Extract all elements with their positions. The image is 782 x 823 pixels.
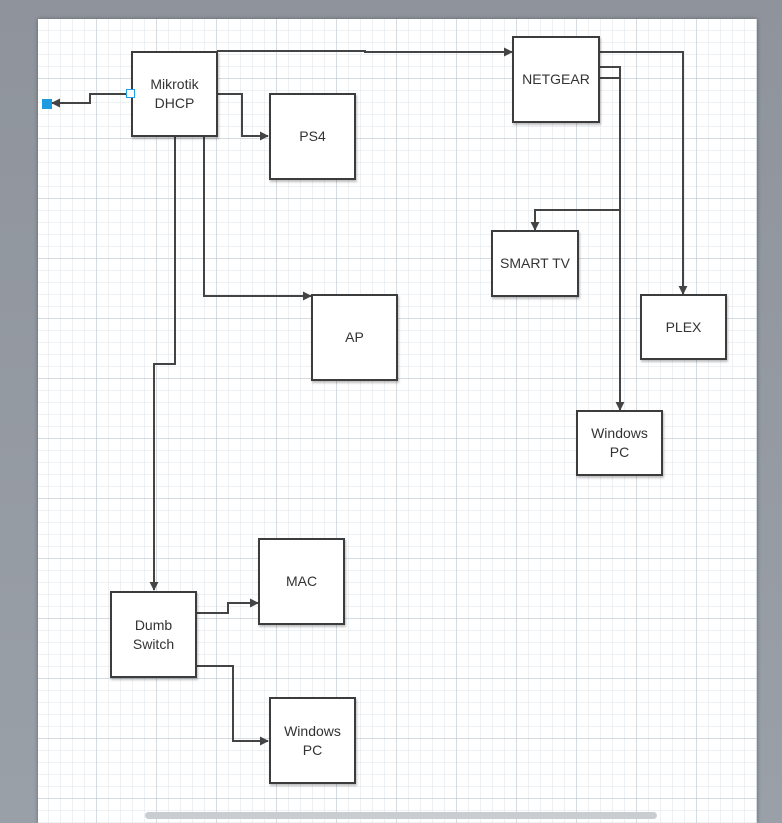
horizontal-scrollbar[interactable] [145, 812, 657, 819]
connection-handle[interactable] [126, 89, 135, 98]
node-windows-pc-netgear[interactable]: Windows PC [576, 410, 663, 476]
node-dumb-switch[interactable]: Dumb Switch [110, 591, 197, 678]
node-netgear[interactable]: NETGEAR [512, 36, 600, 123]
node-mac[interactable]: MAC [258, 538, 345, 625]
node-plex[interactable]: PLEX [640, 294, 727, 360]
node-windows-pc-switch[interactable]: Windows PC [269, 697, 356, 784]
node-mikrotik-dhcp[interactable]: Mikrotik DHCP [131, 51, 218, 137]
connector-endpoint-handle[interactable] [42, 99, 52, 109]
node-ap[interactable]: AP [311, 294, 398, 381]
node-ps4[interactable]: PS4 [269, 93, 356, 180]
node-smart-tv[interactable]: SMART TV [491, 230, 579, 297]
